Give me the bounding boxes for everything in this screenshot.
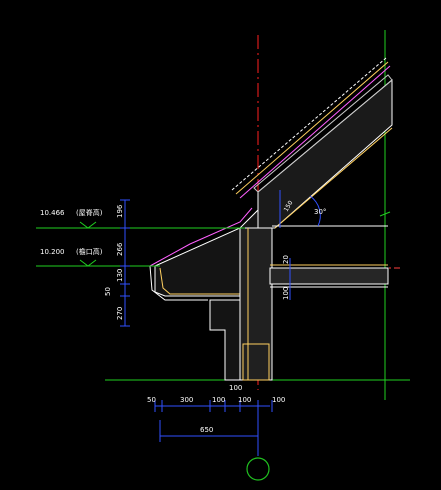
vertical-dim-50: 50 <box>104 287 112 296</box>
bottom-dim-100b: 100 <box>238 396 251 404</box>
bottom-dim-100a: 100 <box>212 396 225 404</box>
elevation-marker-2 <box>79 259 97 267</box>
slab-dim-150: 150 <box>283 199 295 213</box>
roof-finish-line-2 <box>235 61 389 195</box>
roof-insulation-hatch <box>253 74 393 193</box>
roof-slope <box>231 57 393 229</box>
bottom-dimensions: 50 300 100 100 100 100 650 <box>147 384 285 456</box>
elevation-label-2: (檐口高) <box>76 247 103 256</box>
vertical-dim-270: 270 <box>116 307 124 320</box>
total-dim-650: 650 <box>200 426 213 434</box>
roof-finish-line-1 <box>239 65 391 199</box>
roof-finish-line-3 <box>231 57 387 191</box>
elevation-value-2: 10.200 <box>40 248 65 256</box>
vertical-dim-266: 266 <box>116 242 124 256</box>
wall-dim-100: 100 <box>229 384 242 392</box>
wall-column <box>239 227 273 381</box>
elevation-label-1: (屋脊高) <box>76 208 103 217</box>
bottom-dim-300: 300 <box>180 396 193 404</box>
cornice-finish-outline <box>149 207 253 267</box>
slab-body <box>269 267 389 285</box>
vertical-dim-196: 196 <box>116 204 124 218</box>
break-mark <box>379 211 391 217</box>
axis-bubble <box>246 457 270 481</box>
angle-arc <box>309 195 321 227</box>
bottom-dim-50: 50 <box>147 396 156 404</box>
wall-insulation <box>242 343 270 381</box>
vertical-dimension-chain: 196 266 130 50 270 <box>104 199 130 327</box>
elevation-value-1: 10.466 <box>40 209 65 217</box>
bottom-dim-100c: 100 <box>272 396 285 404</box>
cornice-insulation-outline <box>159 267 240 295</box>
slab-dim-100: 100 <box>282 287 290 300</box>
eave-cornice <box>149 207 273 381</box>
cornice-drip-profile <box>149 265 208 301</box>
slab-dim-20: 20 <box>282 255 290 264</box>
vertical-dim-130: 130 <box>116 269 124 282</box>
roof-underside-line <box>274 127 393 229</box>
slab-dimensions: 20 100 150 <box>279 190 295 300</box>
roof-angle-label: 30° <box>314 208 326 216</box>
elevation-marks: 10.466 (屋脊高) 10.200 (檐口高) <box>36 208 245 267</box>
elevation-marker-1 <box>79 221 97 229</box>
roof-angle-annotation: 30° <box>309 195 326 227</box>
